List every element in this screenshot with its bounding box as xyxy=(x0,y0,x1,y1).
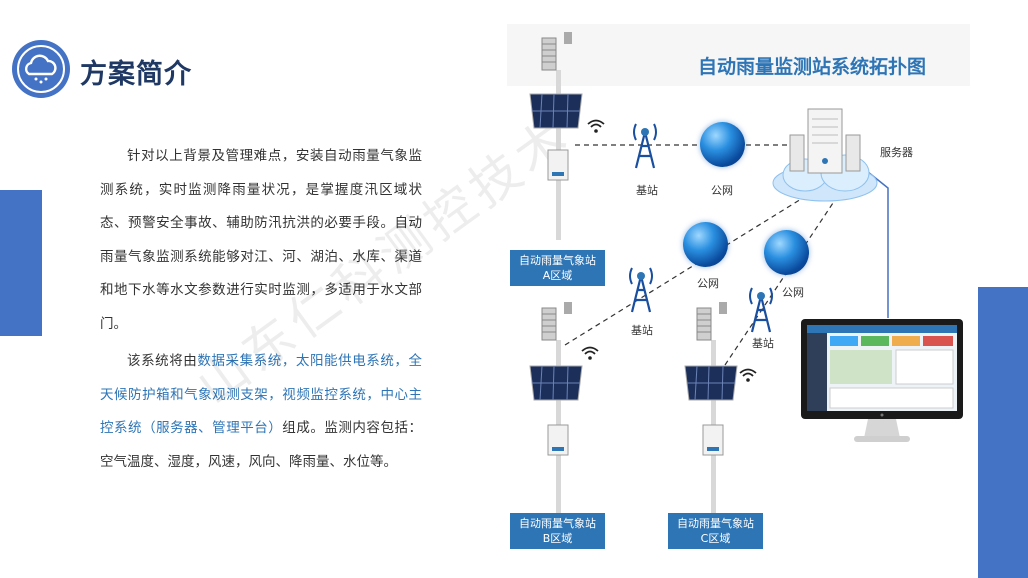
p2-lead: 该系统将由 xyxy=(127,353,198,369)
base-station-3-label: 基站 xyxy=(752,337,774,350)
station-b-zone: B区域 xyxy=(542,532,573,545)
server-label: 服务器 xyxy=(880,146,913,159)
left-accent-bar xyxy=(0,190,42,336)
p2-highlight: 数据采集系统，太阳能供电系统，全天候防护箱和气象观测支架，视频监控系统，中心主控… xyxy=(100,353,422,436)
base-station-icon xyxy=(633,123,657,169)
base-station-2-label: 基站 xyxy=(631,324,653,337)
base-station-icon xyxy=(749,287,773,333)
weather-station-c-icon xyxy=(684,302,738,515)
p2-tail: 组成。监测内容包括：空气温度、湿度，风速，风向、降雨量、水位等。 xyxy=(100,420,423,470)
station-a-label: 自动雨量气象站 A区域 xyxy=(510,250,605,286)
station-c-zone: C区域 xyxy=(700,532,731,545)
globe-icon xyxy=(700,122,745,167)
globe-icon xyxy=(683,222,728,267)
station-c-name: 自动雨量气象站 xyxy=(677,517,754,530)
diagram-title: 自动雨量监测站系统拓扑图 xyxy=(698,56,927,78)
right-accent-bar xyxy=(978,287,1028,578)
public-net-3-label: 公网 xyxy=(782,286,804,299)
intro-paragraph-2: 该系统将由数据采集系统，太阳能供电系统，全天候防护箱和气象观测支架，视频监控系统… xyxy=(100,345,422,479)
weather-station-b-icon xyxy=(529,302,583,515)
public-net-1-label: 公网 xyxy=(711,184,733,197)
station-a-name: 自动雨量气象站 xyxy=(519,254,596,267)
page-title: 方案简介 xyxy=(80,59,192,90)
server-cloud-icon xyxy=(772,108,878,202)
cloud-snow-icon xyxy=(12,40,70,98)
station-a-zone: A区域 xyxy=(542,269,573,282)
station-b-name: 自动雨量气象站 xyxy=(519,517,596,530)
station-c-label: 自动雨量气象站 C区域 xyxy=(668,513,763,549)
base-station-icon xyxy=(629,267,653,313)
weather-station-a-icon xyxy=(529,32,583,240)
public-net-2-label: 公网 xyxy=(697,277,719,290)
wifi-icon xyxy=(739,368,757,382)
base-station-1-label: 基站 xyxy=(636,184,658,197)
wifi-icon xyxy=(581,346,599,360)
monitor-icon xyxy=(801,319,963,442)
station-b-label: 自动雨量气象站 B区域 xyxy=(510,513,605,549)
globe-icon xyxy=(764,230,809,275)
diagram-header xyxy=(507,24,970,86)
intro-paragraph-1: 针对以上背景及管理难点，安装自动雨量气象监测系统，实时监测降雨量状况，是掌握度汛… xyxy=(100,148,422,332)
wifi-icon xyxy=(587,119,605,133)
